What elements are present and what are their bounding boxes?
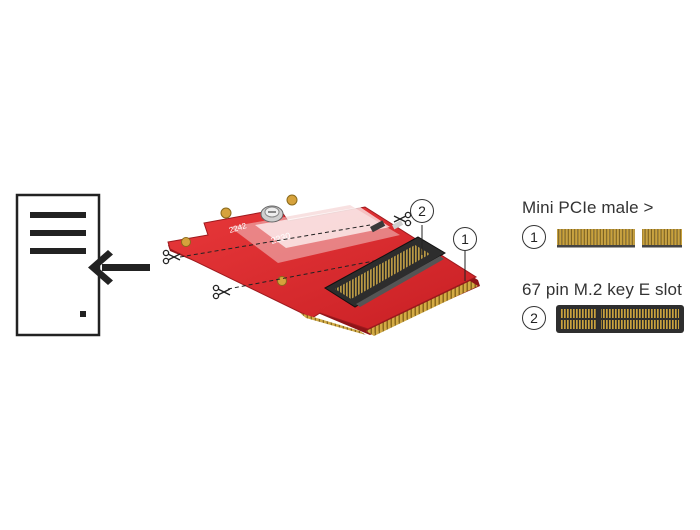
edge-connector xyxy=(366,281,478,336)
document-line xyxy=(30,212,86,218)
mini-pcie-connector-icon xyxy=(557,229,682,248)
document-dot xyxy=(80,311,86,317)
mounting-hole xyxy=(181,237,191,247)
legend-m2-slot-label: 67 pin M.2 key E slot xyxy=(522,280,682,299)
document-line xyxy=(30,248,86,254)
edge-connector xyxy=(300,313,366,335)
legend-badge-2: 2 xyxy=(522,306,546,330)
callout-badge-2: 2 xyxy=(410,199,434,223)
mounting-hole xyxy=(220,207,232,219)
legend-mini-pcie-label: Mini PCIe male > xyxy=(522,198,654,217)
adapter-board: 2242 2230 xyxy=(167,194,480,336)
scissors-icon xyxy=(212,284,231,300)
callout-badge-1: 1 xyxy=(453,227,477,251)
scissors-icon xyxy=(393,211,412,227)
chip xyxy=(392,220,404,230)
scissors-icon xyxy=(162,249,181,265)
mounting-hole xyxy=(286,194,298,206)
m2-slot-icon xyxy=(556,305,684,333)
chip xyxy=(370,220,386,233)
document-line xyxy=(30,230,86,236)
legend-badge-1: 1 xyxy=(522,225,546,249)
arrow-left-icon xyxy=(88,250,150,285)
document-icon xyxy=(15,193,101,337)
